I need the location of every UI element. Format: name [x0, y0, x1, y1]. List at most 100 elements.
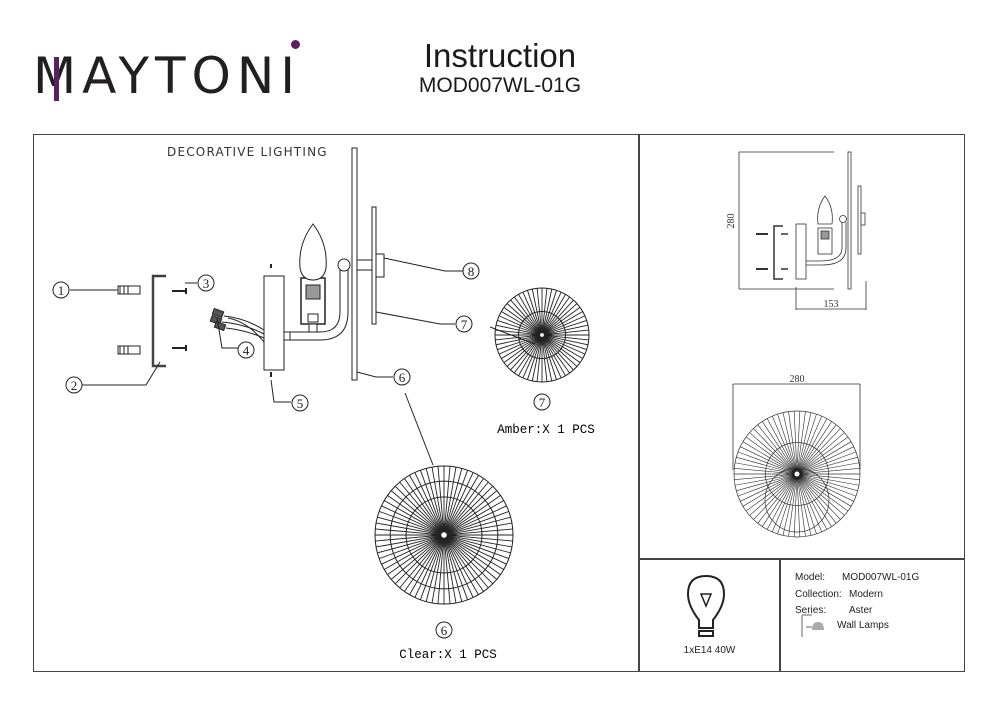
shade-spoke	[544, 320, 587, 335]
shade-spoke	[799, 424, 837, 472]
spec-collection-value: Modern	[849, 589, 883, 600]
shade-spoke	[444, 538, 457, 604]
brand-tagline: DECORATIVE LIGHTING	[167, 145, 328, 159]
callout-8-label: 8	[468, 264, 475, 279]
shade-spoke	[800, 446, 854, 473]
spec-series-value: Aster	[849, 605, 873, 616]
frame-divider-horizontal	[638, 558, 965, 560]
shade-spoke	[425, 538, 444, 602]
center-knob	[375, 253, 385, 278]
shade-spoke	[390, 537, 442, 580]
shade-spoke	[737, 451, 794, 473]
front-view-shade	[733, 410, 861, 538]
shade-spoke	[798, 418, 828, 471]
shade-spoke	[522, 337, 542, 379]
callout-5	[291, 394, 309, 412]
shade-spoke	[419, 470, 444, 532]
shade-spoke	[777, 477, 797, 535]
shade-spoke	[514, 296, 541, 333]
shade-spoke	[762, 476, 796, 527]
shade-spoke	[544, 335, 589, 346]
shade-spoke	[445, 538, 479, 595]
shade-spoke	[531, 288, 542, 333]
shade-spoke	[799, 475, 849, 512]
shade-spoke	[800, 441, 852, 473]
shade-spoke	[543, 294, 566, 333]
shade-spoke	[544, 336, 581, 363]
shade-spoke	[800, 451, 857, 473]
shade-spoke	[448, 528, 513, 536]
shade-spoke	[394, 537, 442, 585]
shade-spoke	[782, 412, 797, 471]
shade-spoke	[798, 477, 823, 533]
callout-5-label: 5	[297, 396, 304, 411]
brand-accent-dot	[291, 40, 300, 49]
shade-spoke	[771, 415, 796, 471]
shade-spoke	[387, 537, 441, 575]
shade-spoke	[444, 538, 469, 600]
shade-spoke	[796, 411, 801, 471]
shade-spoke	[414, 472, 443, 532]
callout-6	[393, 368, 411, 386]
shade-spoke	[446, 537, 498, 580]
shade-spoke	[544, 311, 583, 334]
wall-lamp-icon	[801, 614, 824, 637]
shade-spoke	[542, 337, 557, 380]
shade-spoke	[518, 337, 541, 376]
shade-spoke	[797, 477, 806, 537]
shade-spoke	[536, 337, 543, 382]
frame-divider-spec	[779, 558, 781, 672]
shade-spoke	[518, 294, 541, 333]
shade-spoke	[527, 337, 542, 380]
shade-spoke	[800, 468, 860, 474]
shade-spoke	[544, 307, 581, 334]
shade-spoke	[799, 476, 841, 520]
shade-spoke	[749, 476, 795, 516]
shade-spoke	[544, 329, 589, 336]
shade-spoke	[798, 476, 832, 527]
shade-spoke	[543, 336, 574, 371]
shade-spoke	[503, 307, 540, 334]
callout-2	[65, 376, 83, 394]
shade-disc-amber-side	[371, 206, 377, 325]
shade-spoke	[799, 476, 837, 524]
shade-spoke	[446, 490, 498, 533]
shade-spoke	[542, 288, 553, 333]
shade-spoke	[501, 311, 540, 334]
shade-spoke	[798, 477, 828, 530]
shade-spoke	[527, 290, 542, 333]
shade-spoke	[522, 291, 542, 333]
shade-spoke	[788, 477, 797, 537]
shade-spoke	[381, 505, 441, 534]
callout-1-label: 1	[58, 283, 65, 298]
shade-spoke	[377, 535, 441, 554]
shade-spoke	[444, 468, 463, 532]
shade-spoke	[409, 538, 443, 595]
callout-7-part	[533, 393, 551, 411]
shade-spoke	[495, 334, 540, 341]
shade-spoke	[375, 534, 440, 542]
shade-spoke	[541, 288, 548, 333]
shade-spoke	[447, 535, 509, 560]
shade-spoke	[510, 336, 541, 371]
model-code: MOD007WL-01G	[418, 74, 582, 97]
shade-spoke	[375, 522, 441, 535]
shade-spoke	[409, 475, 443, 532]
shade-spoke	[399, 537, 442, 589]
shade-spoke	[777, 413, 797, 471]
spec-model-label: Model:	[795, 572, 826, 583]
shade-spoke	[734, 468, 794, 474]
shade-spoke	[447, 510, 509, 535]
shade-spoke	[495, 324, 540, 335]
shade-spoke	[543, 337, 570, 374]
side-view-dimensions	[738, 151, 867, 310]
page-title: Instruction	[423, 37, 577, 74]
shade-spoke	[399, 481, 442, 533]
shade-spoke	[797, 477, 817, 535]
clear-shade-disc	[374, 465, 514, 605]
shade-spoke	[736, 456, 794, 474]
dimension-height: 280	[726, 214, 737, 229]
mounting-bracket	[151, 274, 166, 368]
shade-spoke	[510, 299, 541, 334]
